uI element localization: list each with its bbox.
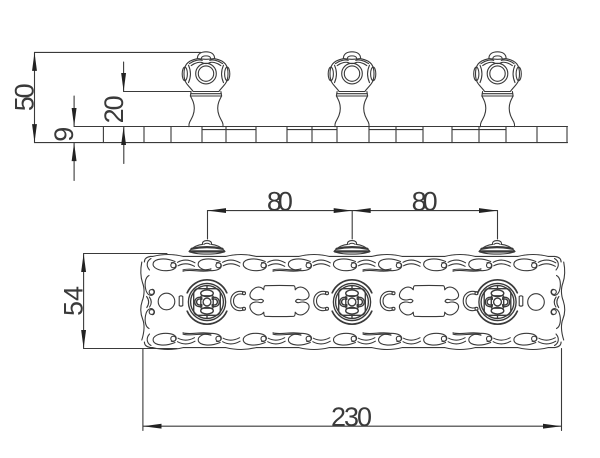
svg-text:20: 20 <box>99 95 129 123</box>
svg-text:54: 54 <box>59 286 89 316</box>
svg-text:50: 50 <box>9 83 39 111</box>
svg-text:230: 230 <box>331 402 372 432</box>
svg-text:9: 9 <box>49 127 79 142</box>
svg-text:80: 80 <box>267 186 293 216</box>
svg-text:80: 80 <box>412 186 438 216</box>
